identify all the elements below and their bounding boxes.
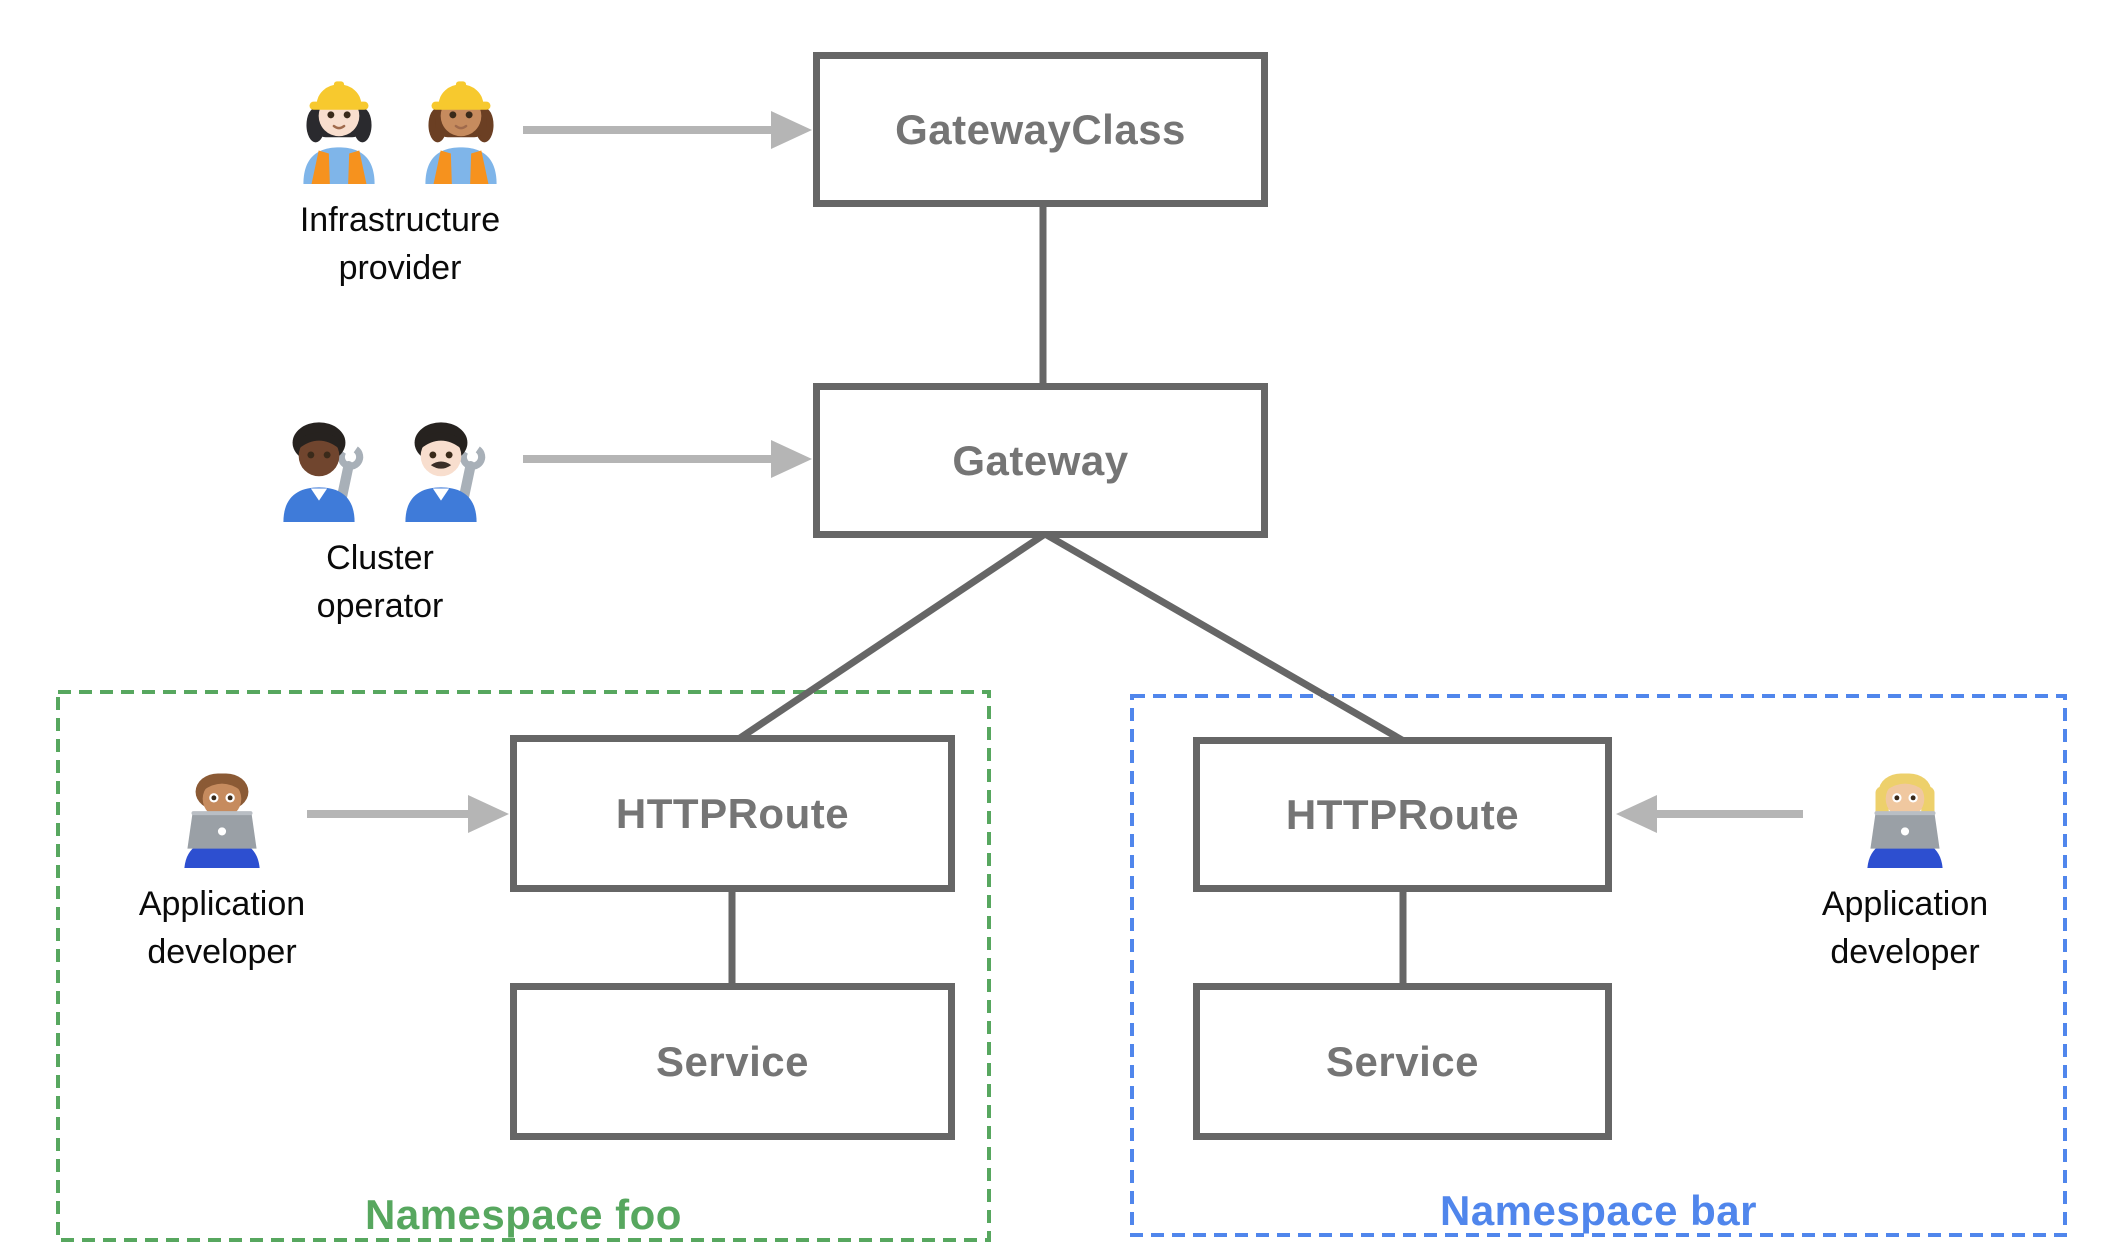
woman-construction-worker-medium-emoji [405,62,517,184]
arrow-app-developer-to-httproute-bar [1616,795,1803,833]
app-developer-foo-icons [166,746,278,868]
cluster-operator-icons [263,400,497,522]
app-developer-bar-label: Application developer [1821,885,1989,971]
node-service-bar: Service [1193,983,1612,1140]
node-httproute-bar: HTTPRoute [1193,737,1612,892]
infrastructure-provider-icons [283,62,517,184]
node-httproute-bar-label: HTTPRoute [1285,790,1520,838]
man-mechanic-light-emoji [385,400,497,522]
persona-app-developer-bar: Application developer [1665,746,2112,976]
persona-app-developer-foo: Application developer [2,746,442,976]
app-developer-bar-icons [1849,746,1961,868]
infrastructure-provider-label: Infrastructure provider [299,201,501,287]
edge-gateway-httproute-foo [735,531,1047,743]
man-technologist-emoji [166,746,278,868]
node-gateway: Gateway [813,383,1268,538]
woman-construction-worker-light-emoji [283,62,395,184]
namespace-foo-label: Namespace foo [365,1191,682,1238]
persona-infrastructure-provider: Infrastructure provider [160,62,640,292]
edge-gateway-httproute-bar [1043,530,1404,744]
persona-cluster-operator: Cluster operator [140,400,620,630]
cluster-operator-label: Cluster operator [316,539,444,625]
woman-technologist-emoji [1849,746,1961,868]
node-service-foo-label: Service [656,1037,809,1085]
app-developer-foo-label: Application developer [138,885,306,971]
node-service-foo: Service [510,983,955,1140]
person-mechanic-dark-emoji [263,400,375,522]
node-gatewayclass: GatewayClass [813,52,1268,207]
namespace-bar-boundary [1130,694,2067,1237]
node-httproute-foo: HTTPRoute [510,735,955,892]
namespace-bar-label: Namespace bar [1439,1187,1757,1234]
node-service-bar-label: Service [1326,1037,1479,1085]
node-gateway-label: Gateway [952,436,1129,484]
arrow-cluster-operator-to-gateway [523,440,812,478]
arrow-app-developer-to-httproute-foo [307,795,509,833]
arrow-infrastructure-provider-to-gatewayclass [523,111,812,149]
namespace-foo-boundary [56,690,991,1242]
node-httproute-foo-label: HTTPRoute [615,789,850,837]
node-gatewayclass-label: GatewayClass [895,105,1186,153]
